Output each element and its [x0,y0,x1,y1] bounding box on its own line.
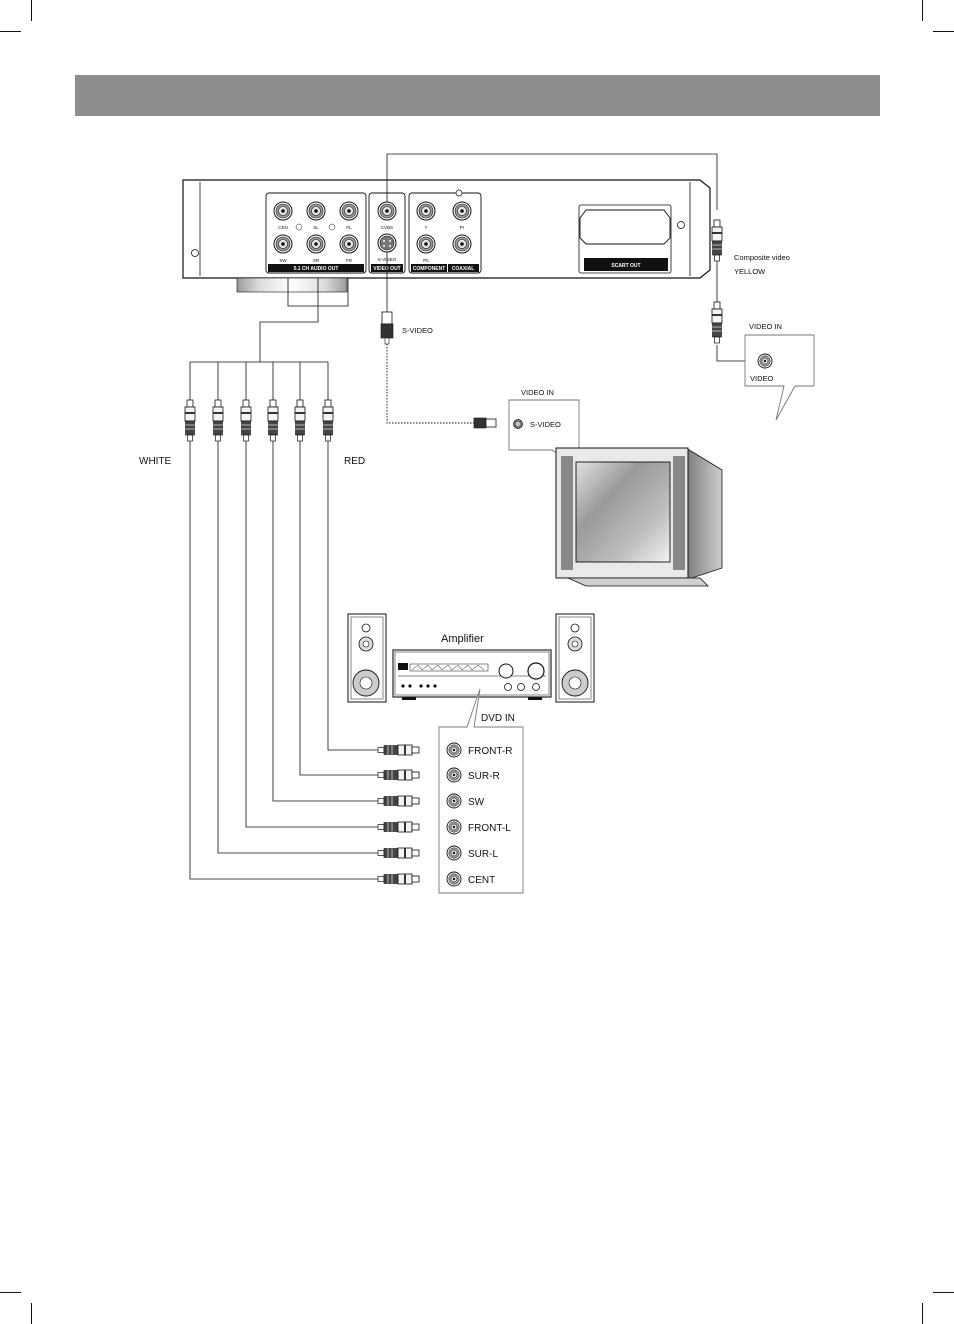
rca-plug [295,400,305,441]
dvd-in-label: DVD IN [481,713,515,724]
amp-jack-front-r [447,743,461,757]
amp-jack-sw [447,794,461,808]
audio-jack-label-sr: SR [313,258,320,263]
amp-input-label-front-l: FRONT-L [468,823,511,834]
scart-out-label: SCART OUT [611,263,640,269]
video-in-jack [758,354,772,368]
rca-plug-red [323,400,333,441]
video-in-composite-title: VIDEO IN [749,322,782,331]
amplifier-title: Amplifier [441,633,484,645]
rca-plug [378,796,419,806]
composite-plug-lower [712,302,722,343]
scart-connector [580,210,670,244]
component-jack-pb [417,235,435,253]
component-jack-label-pb: Pb [423,258,429,263]
audio-out-label: 5.1 CH AUDIO OUT [294,266,339,272]
component-jack-label-y: Y [424,225,427,230]
amp-input-label-sw: SW [468,797,485,808]
amp-input-label-cent: CENT [468,875,495,886]
audio-jack-sr [307,235,325,253]
rca-plug-white [185,400,195,441]
svideo-cable-label: S-VIDEO [402,326,433,335]
amp-jack-sur-l [447,846,461,860]
speaker-right [556,614,594,702]
red-cable-label: RED [344,456,365,467]
svideo-in-jack [514,420,523,429]
amp-jack-sur-r [447,768,461,782]
audio-jack-fl [340,202,358,220]
audio-jack-fr [340,235,358,253]
coaxial-label: COAXIAL [452,266,475,272]
audio-jack-cen [274,202,292,220]
audio-jack-label-sl: SL [313,225,319,230]
cvbs-jack [378,202,396,220]
audio-jack-sw [274,235,292,253]
television [556,448,722,586]
audio-jack-label-fl: FL [346,225,352,230]
rca-plug [378,874,419,884]
video-in-composite-jack-label: VIDEO [750,374,774,383]
composite-video-label: Composite video [734,253,790,262]
rca-plug [268,400,278,441]
amp-input-label-sur-r: SUR-R [468,771,500,782]
amp-input-label-sur-l: SUR-L [468,849,498,860]
audio-cable-bundle [190,278,348,400]
audio-jack-label-fr: FR [346,258,353,263]
audio-jack-label-cen: CEN [278,225,288,230]
amp-jack-cent [447,872,461,886]
white-cable-label: WHITE [139,456,172,467]
amplifier-unit [393,650,551,700]
amp-jack-front-l [447,820,461,834]
component-jack-y [417,202,435,220]
rca-plug [378,848,419,858]
video-in-svideo-title: VIDEO IN [521,388,554,397]
speaker-left [348,614,386,702]
yellow-label: YELLOW [734,267,766,276]
rca-plug [213,400,223,441]
component-jack-label-pr: Pr [460,225,465,230]
audio-jack-sl [307,202,325,220]
component-jack-pr [453,202,471,220]
cvbs-jack-label: CVBS [381,225,393,230]
dvd-rear-panel: CEN SL FL SW SR FR 5.1 CH AUDIO OUT CVBS… [183,180,710,292]
rca-plug [378,770,419,780]
video-in-svideo-jack-label: S-VIDEO [530,420,561,429]
component-label: COMPONENT [413,266,446,272]
amp-input-label-front-r: FRONT-R [468,746,512,757]
audio-jack-label-sw: SW [279,258,287,263]
rca-plug [378,745,419,755]
composite-plug-upper [712,220,722,261]
rca-plug [241,400,251,441]
svideo-jack [378,234,396,252]
rca-plug [378,822,419,832]
coaxial-jack [453,235,471,253]
